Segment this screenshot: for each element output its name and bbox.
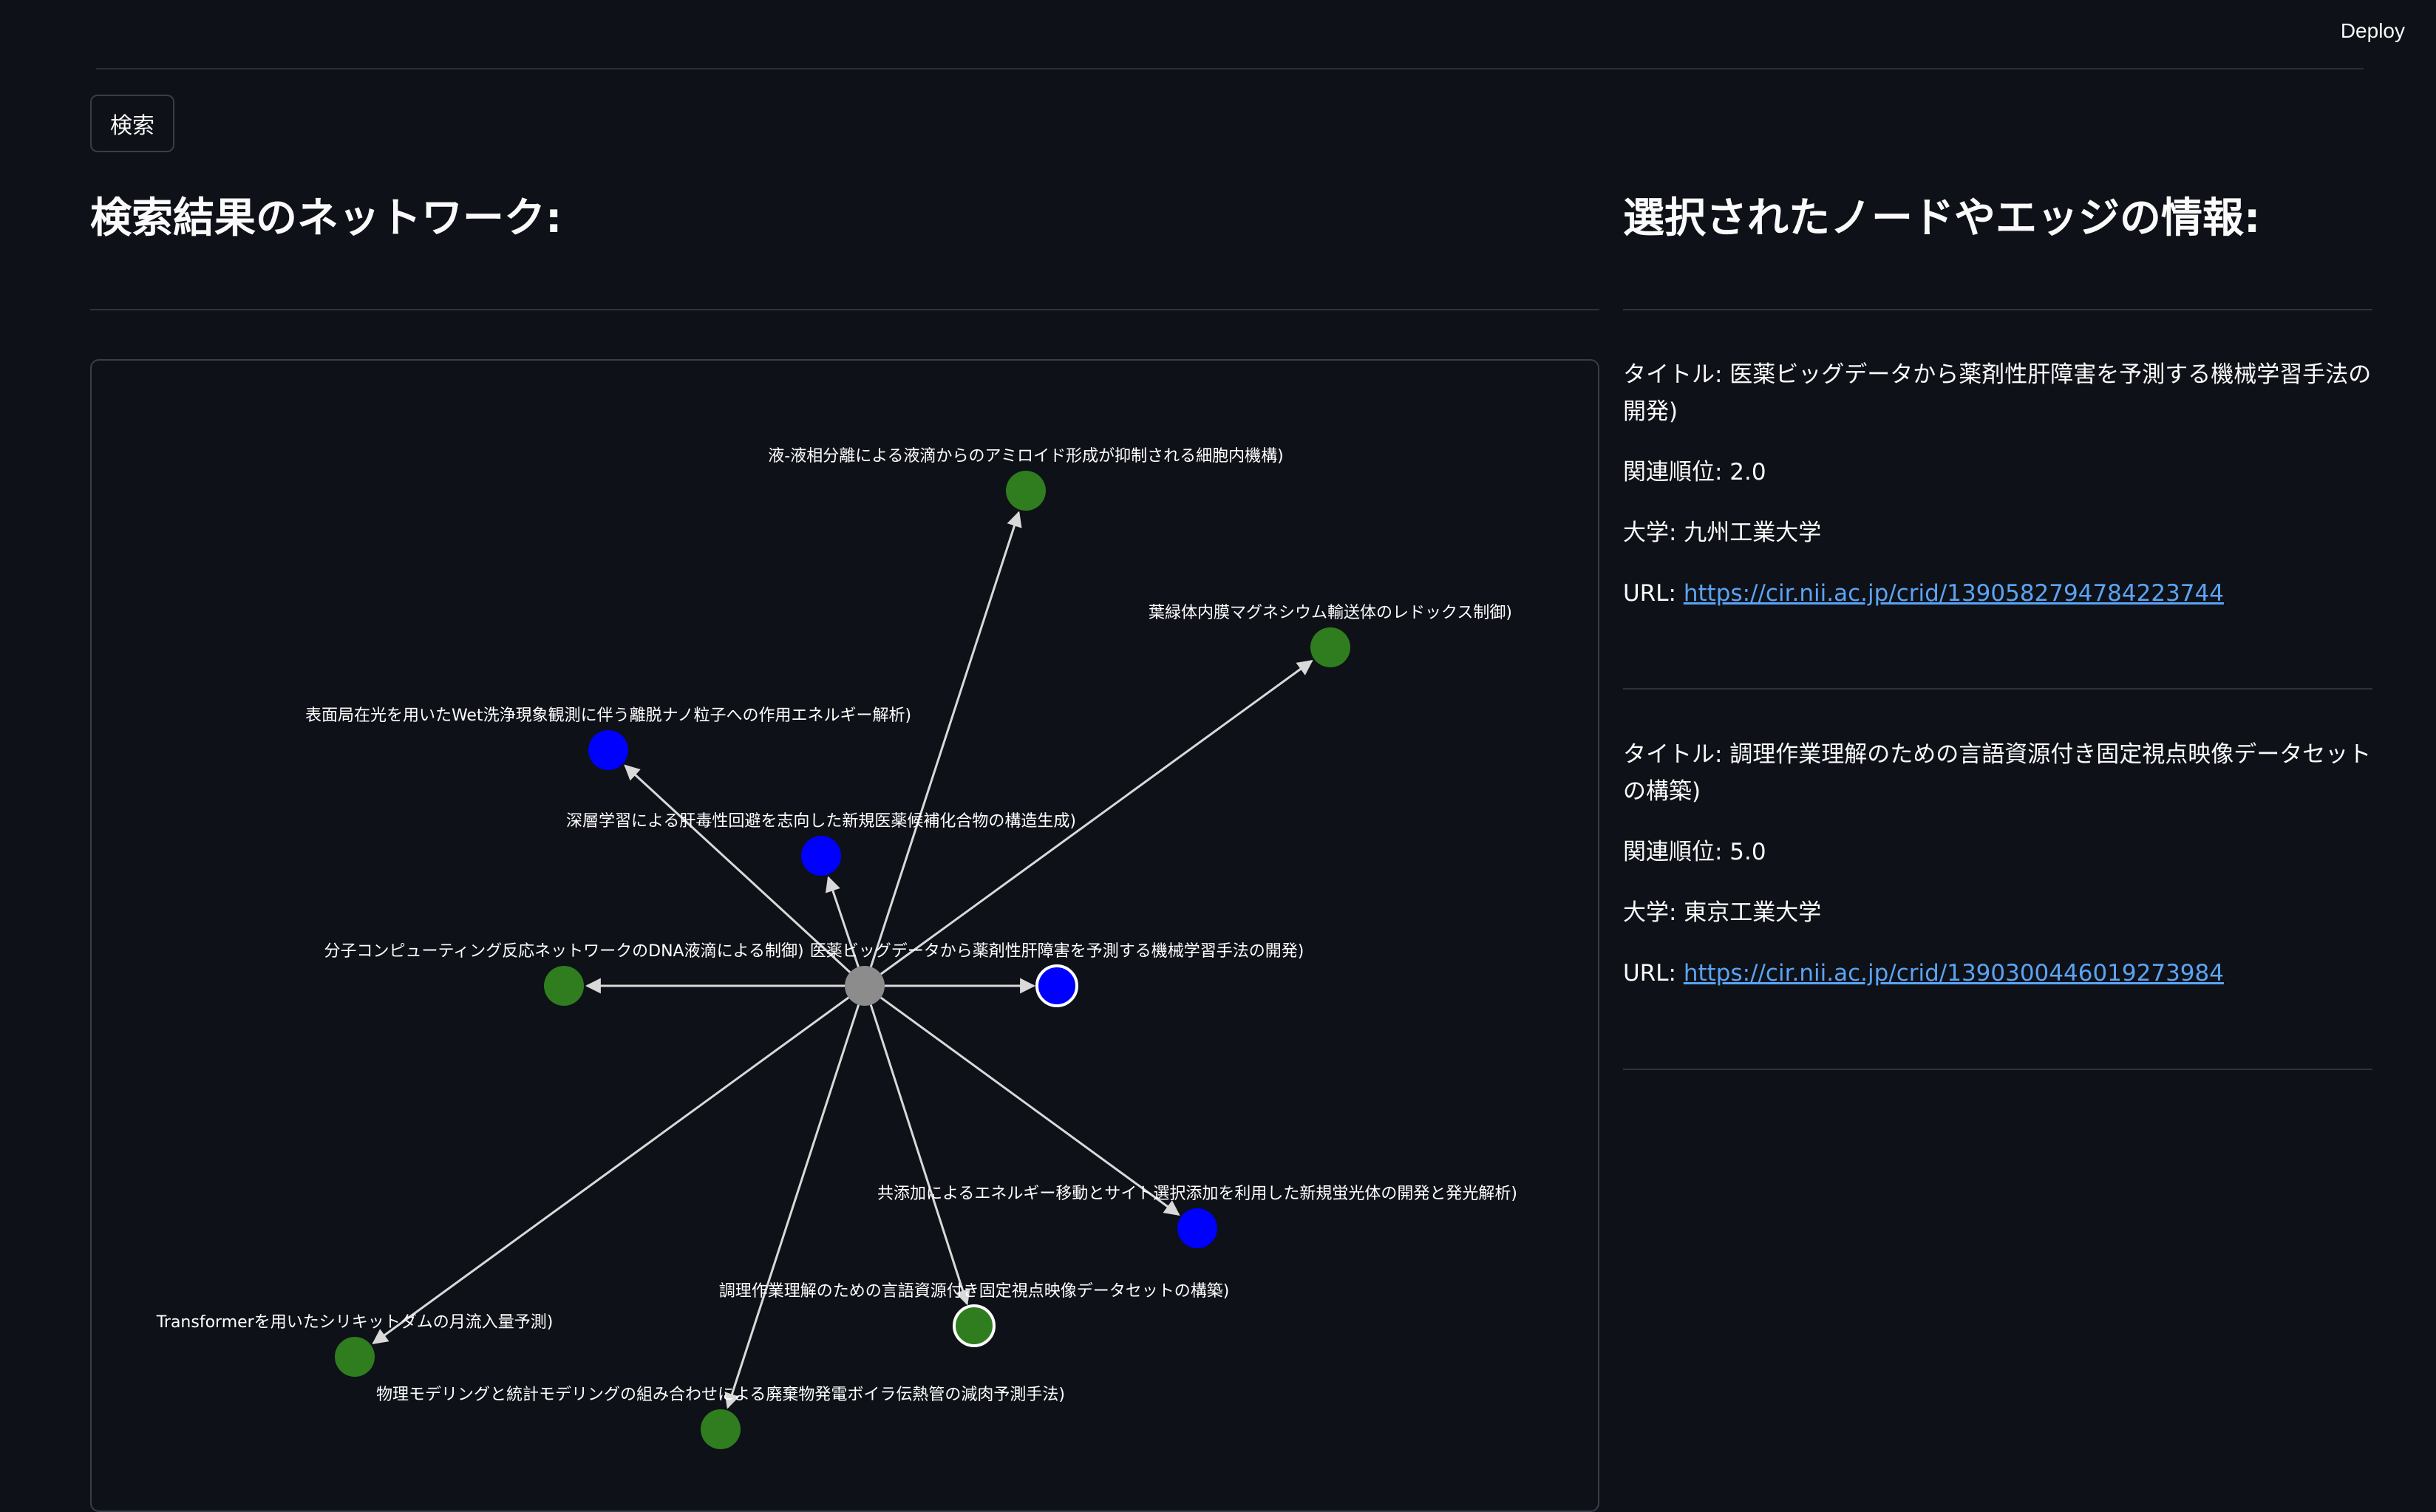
graph-node[interactable]: [953, 1304, 996, 1347]
graph-node[interactable]: [701, 1409, 741, 1449]
graph-node-label: 液-液相分離による液滴からのアミロイド形成が抑制される細胞内機構): [768, 447, 1283, 466]
network-graph-panel[interactable]: 液-液相分離による液滴からのアミロイド形成が抑制される細胞内機構) 葉緑体内膜マグ…: [90, 359, 1599, 1512]
graph-node-label: Transformerを用いたシリキットダムの月流入量予測): [156, 1313, 554, 1332]
graph-edge[interactable]: [624, 764, 851, 973]
graph-edge[interactable]: [724, 1004, 860, 1409]
network-title: 検索結果のネットワーク:: [90, 194, 562, 242]
graph-center-node[interactable]: [845, 966, 885, 1006]
info-item-university: 大学: 東京工業大学: [1623, 899, 1822, 926]
deploy-button[interactable]: Deploy: [2340, 19, 2405, 42]
graph-node[interactable]: [588, 730, 628, 770]
info-item-url-line: URL: https://cir.nii.ac.jp/crid/13905827…: [1623, 575, 2372, 612]
graph-node-label: 葉緑体内膜マグネシウム輸送体のレドックス制御): [1149, 604, 1512, 622]
url-prefix: URL:: [1623, 960, 1684, 987]
graph-edge[interactable]: [869, 1004, 970, 1306]
top-divider: [96, 68, 2364, 69]
graph-node-label: 深層学習による肝毒性回避を志向した新規医薬候補化合物の構造生成): [566, 812, 1076, 831]
graph-node-label: 表面局在光を用いたWet洗浄現象観測に伴う離脱ナノ粒子への作用エネルギー解析): [305, 706, 911, 725]
graph-node[interactable]: [335, 1337, 375, 1377]
graph-node-label: 調理作業理解のための言語資源付き固定視点映像データセットの構築): [719, 1282, 1230, 1301]
info-item-url-line: URL: https://cir.nii.ac.jp/crid/13903004…: [1623, 955, 2372, 992]
info-item-rank: 関連順位: 2.0: [1623, 459, 1766, 486]
info-item-university: 大学: 九州工業大学: [1623, 520, 1822, 546]
graph-node[interactable]: [1310, 627, 1350, 667]
graph-node[interactable]: [1177, 1208, 1217, 1248]
graph-node[interactable]: [801, 836, 841, 876]
info-item: タイトル: 調理作業理解のための言語資源付き固定視点映像データセットの構築) 関…: [1623, 736, 2372, 1015]
graph-edge[interactable]: [825, 876, 860, 967]
graph-node[interactable]: [1006, 471, 1046, 511]
graph-edge[interactable]: [880, 659, 1313, 975]
graph-node-label: 分子コンピューティング反応ネットワークのDNA液滴による制御): [324, 942, 803, 961]
info-item-rank: 関連順位: 5.0: [1623, 839, 1766, 865]
graph-edge[interactable]: [880, 996, 1180, 1216]
info-item-url-link[interactable]: https://cir.nii.ac.jp/crid/1390300446019…: [1683, 960, 2224, 987]
graph-node-label: 物理モデリングと統計モデリングの組み合わせによる廃棄物発電ボイラ伝熱管の減肉予測…: [376, 1386, 1065, 1404]
info-separator: [1623, 688, 2372, 689]
top-toolbar: Deploy: [0, 0, 2436, 68]
info-item-title: タイトル: 医薬ビッグデータから薬剤性肝障害を予測する機械学習手法の開発): [1623, 361, 2372, 425]
info-item: タイトル: 医薬ビッグデータから薬剤性肝障害を予測する機械学習手法の開発) 関連…: [1623, 356, 2372, 636]
graph-node-label: 共添加によるエネルギー移動とサイト選択添加を利用した新規蛍光体の開発と発光解析): [877, 1185, 1517, 1203]
network-graph[interactable]: 液-液相分離による液滴からのアミロイド形成が抑制される細胞内機構) 葉緑体内膜マグ…: [92, 361, 1599, 1512]
graph-node[interactable]: [544, 966, 584, 1006]
graph-node-label: 医薬ビッグデータから薬剤性肝障害を予測する機械学習手法の開発): [810, 942, 1304, 961]
url-prefix: URL:: [1623, 580, 1684, 607]
graph-node[interactable]: [1035, 964, 1078, 1007]
info-separator: [1623, 1069, 2372, 1070]
graph-edge[interactable]: [372, 996, 850, 1344]
info-divider: [1623, 309, 2372, 310]
network-divider: [90, 309, 1599, 310]
info-item-title: タイトル: 調理作業理解のための言語資源付き固定視点映像データセットの構築): [1623, 741, 2372, 805]
graph-edge[interactable]: [869, 511, 1022, 967]
info-item-url-link[interactable]: https://cir.nii.ac.jp/crid/1390582794784…: [1683, 580, 2224, 607]
search-button[interactable]: 検索: [90, 95, 174, 152]
info-title: 選択されたノードやエッジの情報:: [1623, 194, 2261, 242]
